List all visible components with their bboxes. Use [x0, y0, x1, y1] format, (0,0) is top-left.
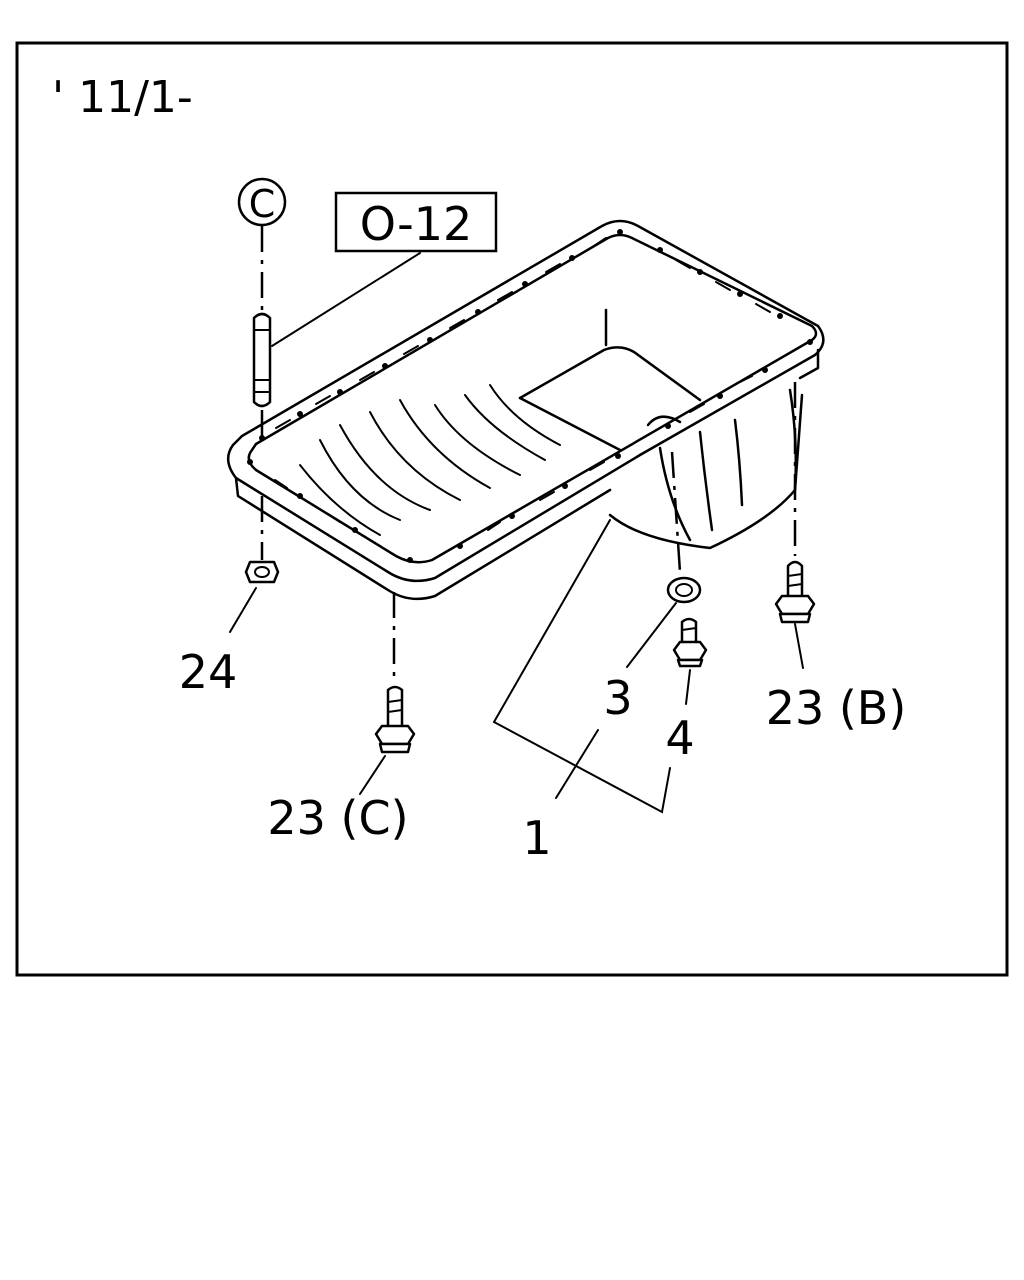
flange-nut [244, 560, 280, 584]
flange-bolt-b [774, 560, 816, 624]
drain-washer [666, 576, 702, 604]
diagram-frame [15, 41, 1009, 977]
assembly-bracket [492, 519, 671, 814]
circle-ref-label: C [249, 182, 276, 226]
drain-plug-leader [685, 669, 691, 705]
reference-box: O-12 [334, 191, 498, 253]
callout-bolt-b: 23 (B) [766, 681, 907, 735]
flange-holes [247, 229, 813, 563]
stud-bolt [252, 312, 272, 408]
callout-washer: 3 [603, 671, 632, 725]
washer-leader [626, 602, 677, 668]
bolt-c-leader [359, 755, 386, 795]
drain-plug [672, 617, 708, 668]
callout-nut: 24 [179, 645, 238, 699]
circle-ref: C [237, 177, 287, 227]
callout-drain-plug: 4 [665, 711, 694, 765]
callout-bolt-c: 23 (C) [267, 791, 408, 845]
oil-pan-leader [555, 729, 599, 799]
bolt-b-leader [794, 623, 804, 669]
washer-axis-line [670, 451, 682, 573]
date-code: ' 11/1- [52, 72, 193, 123]
reference-leader [271, 252, 421, 347]
callout-oil-pan: 1 [522, 811, 551, 865]
flange-bolt-c [374, 685, 416, 754]
oil-pan [227, 219, 825, 601]
flange-slots [274, 237, 771, 531]
nut-leader [229, 587, 257, 633]
reference-box-label: O-12 [360, 197, 473, 251]
